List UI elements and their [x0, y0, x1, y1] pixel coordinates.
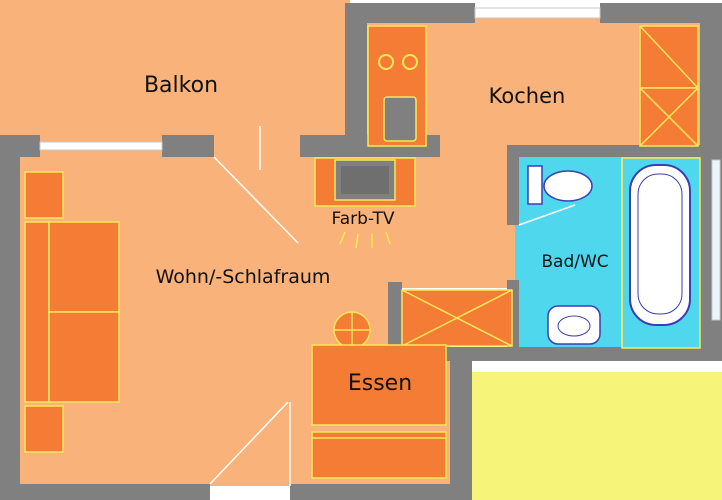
tv-unit — [314, 157, 416, 249]
burner-icon — [402, 54, 418, 70]
label-tv: Farb-TV — [331, 209, 394, 229]
door-balkon — [213, 156, 299, 244]
living-furniture — [24, 171, 120, 453]
window-kitchen — [474, 7, 601, 19]
sofa-cushion-bottom — [48, 311, 120, 403]
wall-top-left — [345, 3, 475, 23]
tv-rays — [339, 231, 391, 249]
sofa-cushion-top — [48, 221, 120, 313]
cabinet-cross — [639, 25, 699, 89]
label-wohn: Wohn/-Schlafraum — [156, 266, 331, 288]
wall-balkon-mid — [162, 135, 214, 157]
label-bad: Bad/WC — [541, 252, 608, 272]
label-essen: Essen — [348, 371, 412, 396]
sofa-back — [24, 221, 50, 403]
wall-dining-right — [450, 347, 472, 500]
cabinet-cross — [639, 87, 699, 147]
wall-top-right — [600, 3, 722, 23]
tv-screen — [341, 166, 389, 194]
dining-furniture — [311, 311, 447, 479]
label-balkon: Balkon — [144, 73, 218, 98]
window-balkon — [39, 141, 163, 151]
sink-bath-bowl — [557, 315, 591, 337]
window-bath — [711, 159, 721, 321]
wall-living-left — [0, 135, 20, 500]
burner-icon — [378, 54, 394, 70]
wardrobe-cross — [401, 289, 513, 347]
kitchen-furniture — [367, 25, 699, 147]
room-labels: Balkon Kochen Farb-TV Wohn/-Schlafraum B… — [144, 73, 609, 396]
side-table-top — [24, 171, 64, 219]
wall-corridor-vert — [388, 282, 402, 362]
wall-bath-left — [507, 145, 519, 225]
label-kochen: Kochen — [489, 84, 566, 108]
yard-area — [470, 372, 722, 500]
toilet-tank — [527, 165, 543, 205]
door-entry — [209, 401, 289, 485]
wall-bath-top — [507, 145, 722, 157]
wall-bottom-left — [0, 484, 210, 500]
dining-table — [311, 344, 447, 426]
wall-kitchen-left — [345, 3, 367, 153]
wall-bottom-right — [290, 484, 472, 500]
dining-bench — [311, 431, 447, 479]
windows — [39, 7, 721, 321]
bath-fixtures — [527, 157, 701, 349]
side-table-bottom — [24, 405, 64, 453]
wardrobe — [401, 289, 513, 347]
balkon-floor — [0, 0, 350, 148]
door-swings — [209, 126, 576, 486]
toilet-icon — [543, 170, 593, 202]
door-bath — [518, 204, 576, 226]
bathtub-inner — [637, 173, 683, 315]
sink-icon — [383, 96, 417, 142]
